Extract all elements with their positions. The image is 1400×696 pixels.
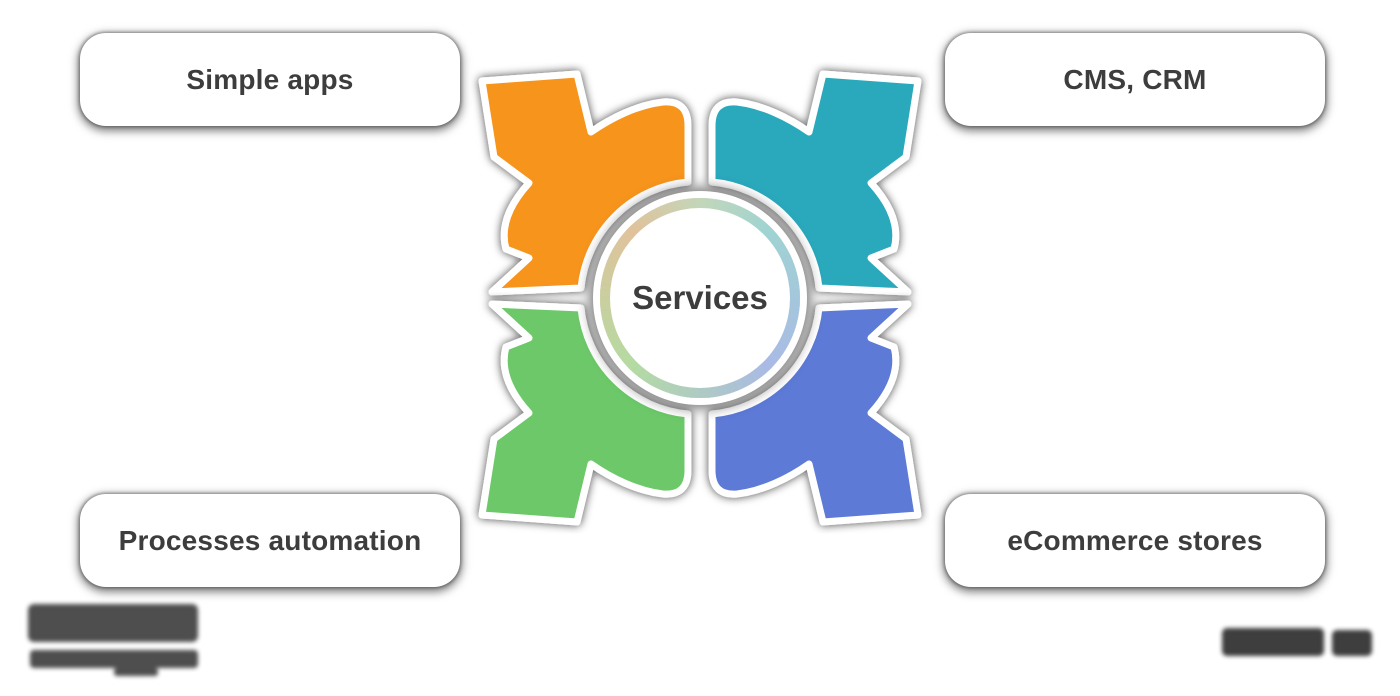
services-label: Services [632, 279, 768, 316]
services-circle-inner [610, 208, 790, 388]
box-label: CMS, CRM [1063, 63, 1207, 95]
watermark-left-logo [28, 604, 208, 676]
services-circle: Services [600, 198, 800, 398]
watermark-word-blob [28, 604, 198, 642]
box-label: Simple apps [186, 63, 354, 95]
watermark-tagline-blob [114, 668, 158, 676]
box-label: Processes automation [118, 524, 422, 556]
label-box-processes-automation: Processes automation [80, 494, 460, 587]
watermark-right-logo [1222, 626, 1372, 658]
label-box-simple-apps: Simple apps [80, 33, 460, 126]
box-label: eCommerce stores [1007, 524, 1263, 556]
watermark-word-blob [1222, 628, 1324, 656]
watermark-word-blob [1332, 630, 1372, 656]
label-box-cms-crm: CMS, CRM [945, 33, 1325, 126]
watermark-tagline-blob [30, 650, 198, 668]
label-box-ecommerce-stores: eCommerce stores [945, 494, 1325, 587]
